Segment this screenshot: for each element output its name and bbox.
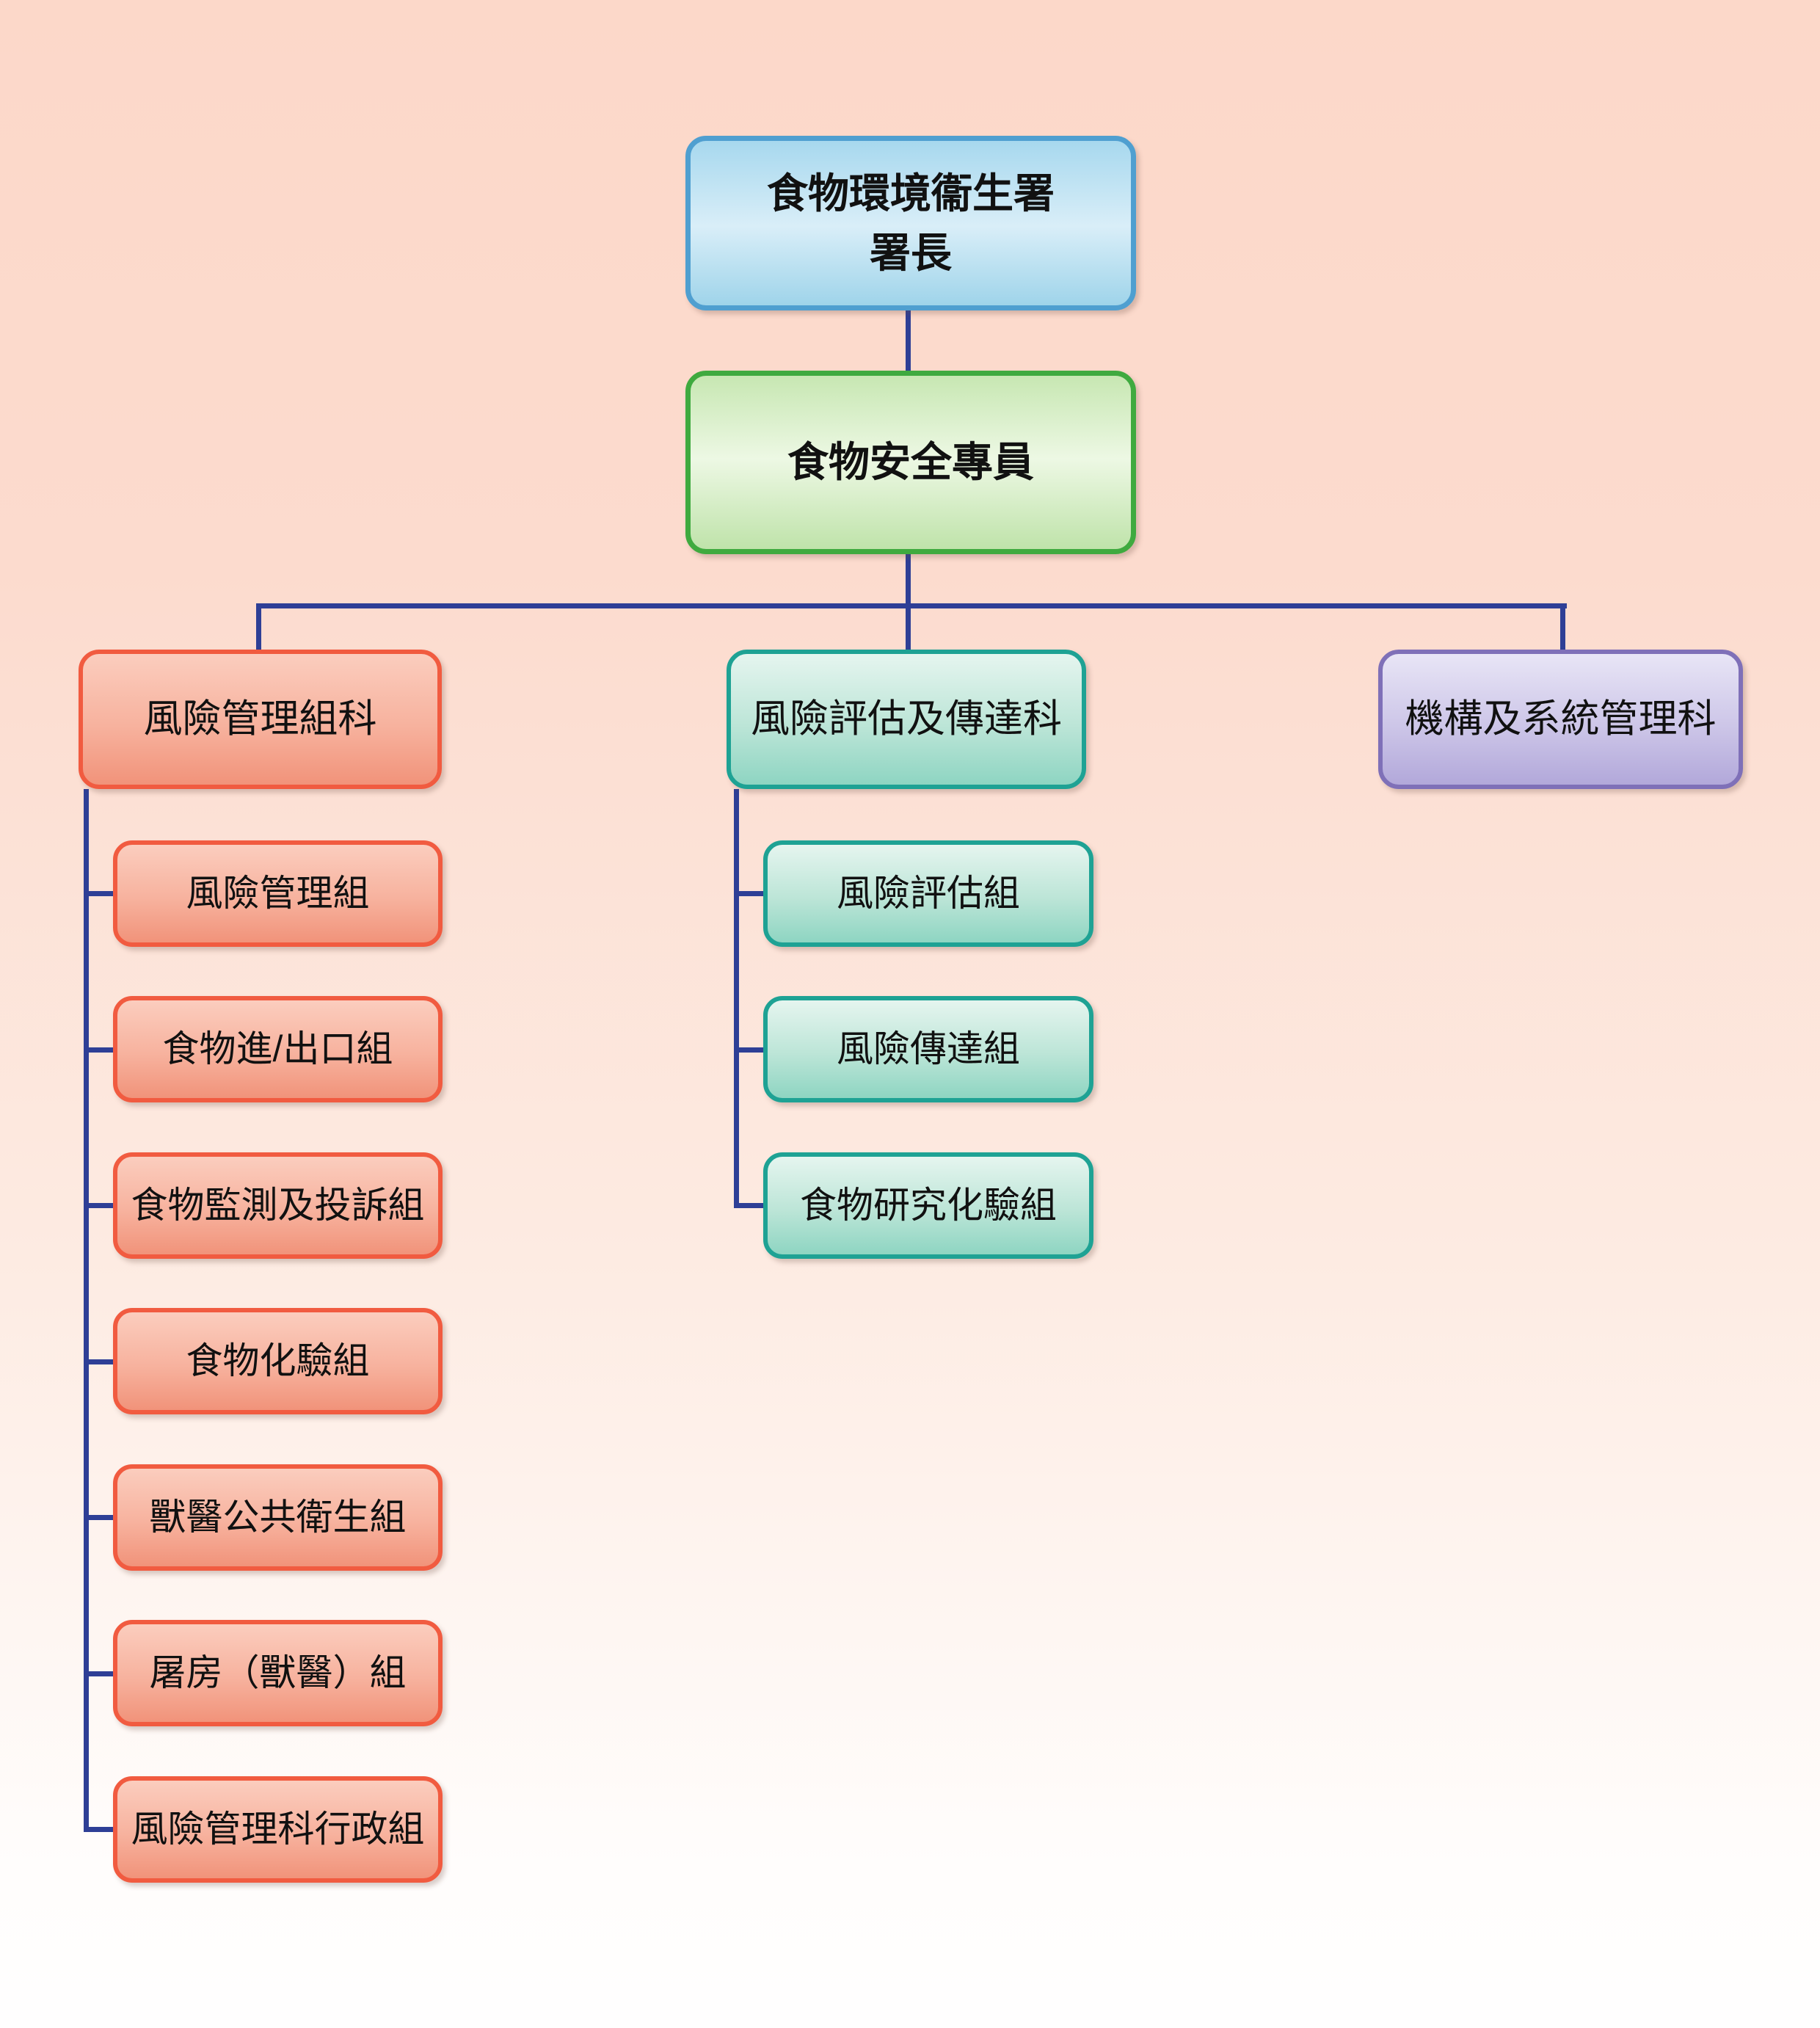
node-label: 食物研究化驗組 bbox=[800, 1185, 1057, 1226]
node-label: 風險傳達組 bbox=[837, 1028, 1020, 1070]
connector-stub-2-3 bbox=[734, 1203, 763, 1208]
node-director-line1: 食物環境衞生署 bbox=[767, 170, 1055, 217]
connector-stub-1-6 bbox=[84, 1671, 113, 1676]
node-label: 食物監測及投訴組 bbox=[131, 1185, 425, 1226]
node-label: 風險管理科行政組 bbox=[131, 1809, 425, 1850]
node-label: 獸醫公共衛生組 bbox=[149, 1497, 407, 1538]
branch-corporate-systems-division: 機構及系統管理科 bbox=[1378, 650, 1743, 789]
connector-commissioner-drop bbox=[906, 554, 911, 608]
connector-stub-1-4 bbox=[84, 1359, 113, 1364]
node-food-import-export-section: 食物進/出口組 bbox=[113, 996, 443, 1102]
node-label: 食物化驗組 bbox=[186, 1340, 370, 1382]
node-commissioner-label: 食物安全專員 bbox=[787, 439, 1034, 486]
node-food-research-laboratory-section: 食物研究化驗組 bbox=[763, 1152, 1093, 1259]
branch-2-label: 風險評估及傳達科 bbox=[751, 697, 1062, 741]
connector-stub-2-2 bbox=[734, 1047, 763, 1053]
node-label: 風險管理組 bbox=[186, 873, 370, 915]
connector-stub-1-1 bbox=[84, 891, 113, 896]
node-risk-assessment-section: 風險評估組 bbox=[763, 840, 1093, 947]
node-director-line2: 署長 bbox=[870, 230, 952, 276]
node-risk-management-admin-section: 風險管理科行政組 bbox=[113, 1776, 443, 1883]
connector-spine-branch-1 bbox=[84, 789, 89, 1832]
node-commissioner: 食物安全專員 bbox=[685, 371, 1136, 554]
node-label: 食物進/出口組 bbox=[162, 1028, 393, 1070]
node-director: 食物環境衞生署 署長 bbox=[685, 136, 1136, 310]
node-label: 屠房（獸醫）組 bbox=[149, 1652, 407, 1694]
connector-branch-crossbar bbox=[256, 603, 1567, 608]
connector-stub-1-5 bbox=[84, 1515, 113, 1520]
branch-1-label: 風險管理組科 bbox=[143, 697, 377, 741]
connector-stub-1-7 bbox=[84, 1827, 113, 1832]
node-food-laboratory-section: 食物化驗組 bbox=[113, 1308, 443, 1414]
connector-drop-branch-1 bbox=[256, 603, 261, 650]
branch-risk-management-division: 風險管理組科 bbox=[79, 650, 442, 789]
connector-stub-1-3 bbox=[84, 1203, 113, 1208]
branch-3-label: 機構及系統管理科 bbox=[1405, 697, 1717, 741]
node-food-surveillance-complaints-section: 食物監測及投訴組 bbox=[113, 1152, 443, 1259]
node-label: 風險評估組 bbox=[837, 873, 1020, 915]
node-risk-management-section: 風險管理組 bbox=[113, 840, 443, 947]
node-veterinary-public-health-section: 獸醫公共衛生組 bbox=[113, 1464, 443, 1571]
connector-director-commissioner bbox=[906, 310, 911, 374]
node-risk-communication-section: 風險傳達組 bbox=[763, 996, 1093, 1102]
connector-drop-branch-2 bbox=[906, 603, 911, 650]
connector-stub-2-1 bbox=[734, 891, 763, 896]
branch-risk-assessment-communication-division: 風險評估及傳達科 bbox=[727, 650, 1086, 789]
node-slaughterhouse-veterinary-section: 屠房（獸醫）組 bbox=[113, 1620, 443, 1726]
connector-spine-branch-2 bbox=[734, 789, 739, 1208]
connector-stub-1-2 bbox=[84, 1047, 113, 1053]
connector-drop-branch-3 bbox=[1560, 603, 1565, 650]
